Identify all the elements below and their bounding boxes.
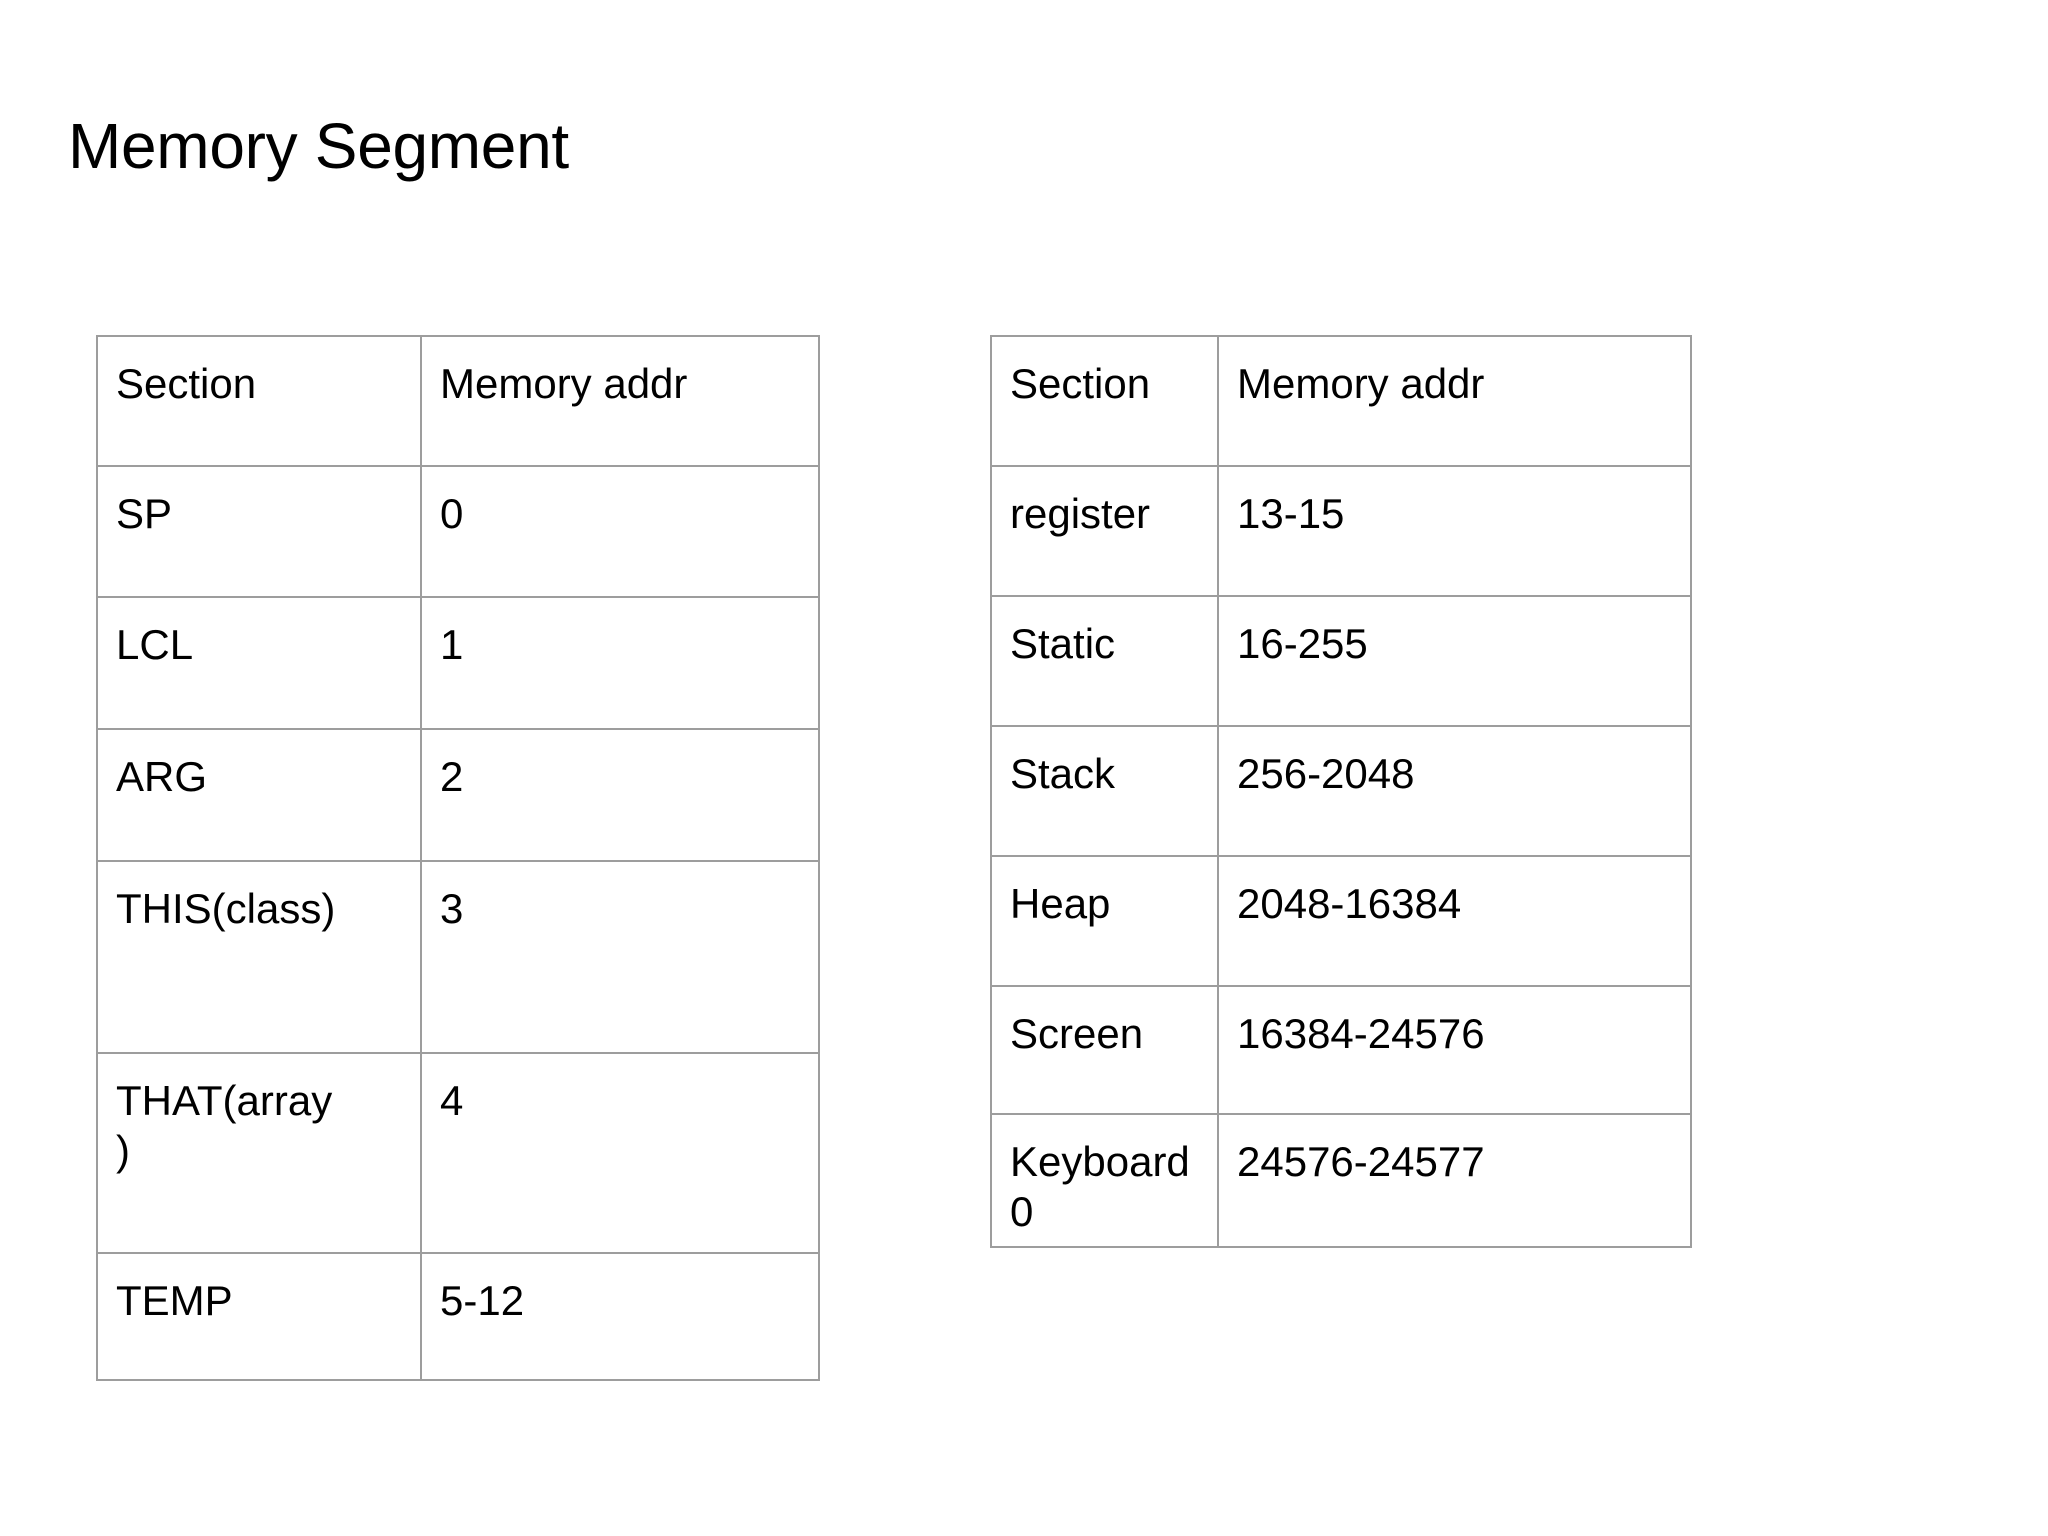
table-row: Heap 2048-16384 — [990, 855, 1692, 987]
memory-addr-value: 24576-24577 — [1237, 1138, 1485, 1185]
memory-addr-value: 16-255 — [1237, 620, 1368, 667]
vm-memory-segments-table: Section Memory addr SP 0 LCL 1 — [96, 335, 820, 1381]
ram-address-map-table: Section Memory addr register 13-15 Stati… — [990, 335, 1692, 1249]
memory-addr-value: 13-15 — [1237, 490, 1345, 537]
section-name: Heap — [1010, 880, 1111, 927]
memory-addr-value: 16384-24576 — [1237, 1010, 1485, 1057]
cell-memory-addr: 5-12 — [420, 1252, 820, 1381]
table-row: Static 16-255 — [990, 595, 1692, 727]
memory-addr-value: 4 — [440, 1077, 464, 1124]
memory-addr-value: 2 — [440, 753, 464, 800]
cell-section: THIS(class) — [96, 860, 422, 1054]
section-name: Static — [1010, 620, 1116, 667]
column-header-memory-addr: Memory addr — [420, 335, 820, 467]
table-row: SP 0 — [96, 465, 820, 598]
cell-section: register — [990, 465, 1219, 597]
section-name: LCL — [116, 621, 194, 668]
cell-memory-addr: 4 — [420, 1052, 820, 1254]
cell-memory-addr: 256-2048 — [1217, 725, 1692, 857]
cell-section: Screen — [990, 985, 1219, 1115]
memory-addr-value: 2048-16384 — [1237, 880, 1462, 927]
cell-section: ARG — [96, 728, 422, 862]
cell-section: Static — [990, 595, 1219, 727]
column-header-section: Section — [990, 335, 1219, 467]
table-row: THIS(class) 3 — [96, 860, 820, 1054]
memory-addr-value: 1 — [440, 621, 464, 668]
cell-section: TEMP — [96, 1252, 422, 1381]
section-name: Keyboard0 — [1010, 1138, 1190, 1235]
table-row: Keyboard0 24576-24577 — [990, 1112, 1692, 1249]
cell-memory-addr: 13-15 — [1217, 465, 1692, 597]
cell-section: LCL — [96, 596, 422, 730]
section-name: TEMP — [116, 1277, 233, 1324]
cell-memory-addr: 24576-24577 — [1217, 1112, 1692, 1249]
section-name: Stack — [1010, 750, 1116, 797]
cell-memory-addr: 2048-16384 — [1217, 855, 1692, 987]
table-header-row: Section Memory addr — [96, 335, 820, 467]
header-label-memory-addr: Memory addr — [1237, 360, 1485, 407]
cell-section: THAT(array ) — [96, 1052, 422, 1254]
section-name: ARG — [116, 753, 208, 800]
column-header-memory-addr: Memory addr — [1217, 335, 1692, 467]
cell-memory-addr: 2 — [420, 728, 820, 862]
section-name: Screen — [1010, 1010, 1144, 1057]
cell-memory-addr: 16-255 — [1217, 595, 1692, 727]
memory-addr-value: 0 — [440, 490, 464, 537]
section-name: THIS(class) — [116, 885, 336, 932]
table-row: ARG 2 — [96, 728, 820, 862]
header-label-section: Section — [1010, 360, 1151, 407]
table-header-row: Section Memory addr — [990, 335, 1692, 467]
table-row: LCL 1 — [96, 596, 820, 730]
table-row: THAT(array ) 4 — [96, 1052, 820, 1254]
memory-addr-value: 5-12 — [440, 1277, 525, 1324]
section-name: register — [1010, 490, 1151, 537]
cell-memory-addr: 1 — [420, 596, 820, 730]
table-row: TEMP 5-12 — [96, 1252, 820, 1381]
section-name: SP — [116, 490, 173, 537]
cell-section: Stack — [990, 725, 1219, 857]
memory-addr-value: 3 — [440, 885, 464, 932]
header-label-memory-addr: Memory addr — [440, 360, 688, 407]
cell-section: Heap — [990, 855, 1219, 987]
table-row: register 13-15 — [990, 465, 1692, 597]
column-header-section: Section — [96, 335, 422, 467]
header-label-section: Section — [116, 360, 257, 407]
page-title: Memory Segment — [68, 110, 569, 182]
cell-memory-addr: 0 — [420, 465, 820, 598]
cell-memory-addr: 3 — [420, 860, 820, 1054]
cell-section: SP — [96, 465, 422, 598]
cell-section: Keyboard0 — [990, 1112, 1219, 1249]
table-row: Screen 16384-24576 — [990, 985, 1692, 1115]
cell-memory-addr: 16384-24576 — [1217, 985, 1692, 1115]
section-name: THAT(array ) — [116, 1077, 333, 1174]
table-row: Stack 256-2048 — [990, 725, 1692, 857]
memory-addr-value: 256-2048 — [1237, 750, 1415, 797]
